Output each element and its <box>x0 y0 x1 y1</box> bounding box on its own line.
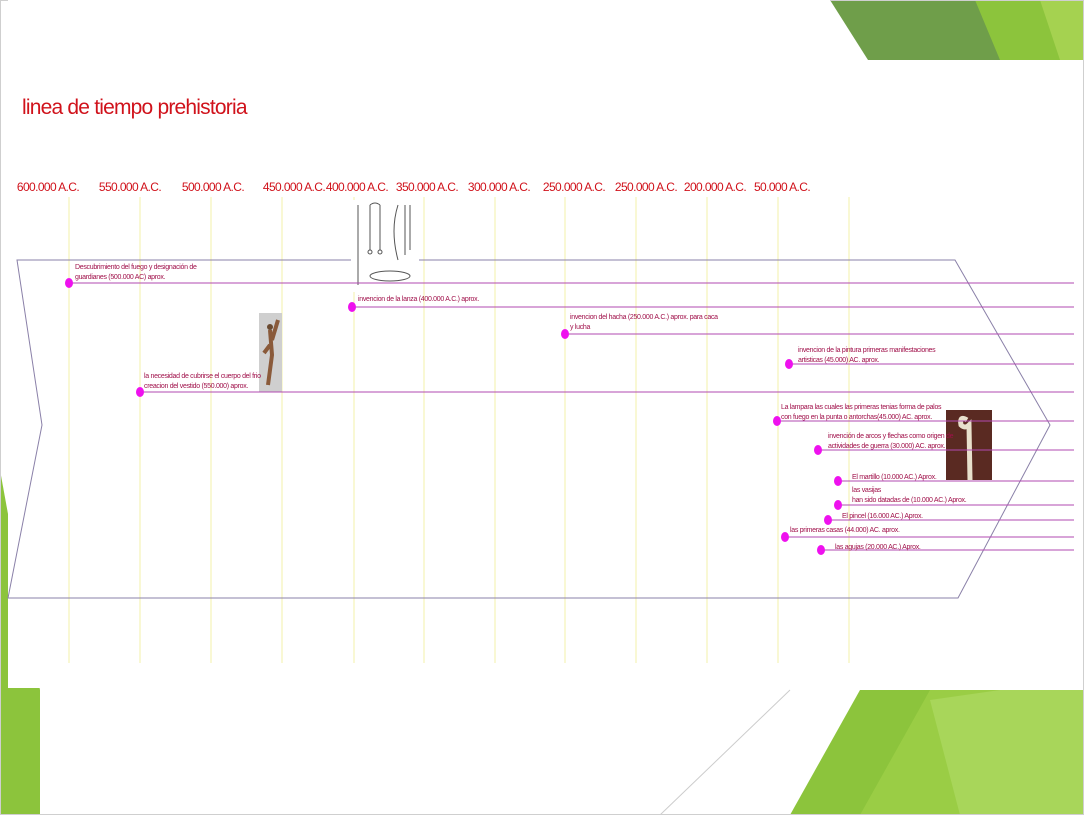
axis-label: 400.000 A.C. <box>326 180 388 194</box>
timeline-event: las agujas (20.000 AC.) Aprox. <box>817 544 1074 555</box>
timeline-event: la necesidad de cubrirse el cuerpo del f… <box>136 373 1074 397</box>
timeline-gridlines <box>68 197 850 663</box>
event-dot <box>561 329 569 339</box>
timeline-event: invencion del hacha (250.000 A.C.) aprox… <box>561 314 1074 339</box>
timeline-event: El martillo (10.000 AC.) Aprox. <box>834 474 1074 486</box>
event-text: El martillo (10.000 AC.) Aprox. <box>852 474 937 481</box>
event-dot <box>136 387 144 397</box>
event-text: artisticas (45.000) AC. aprox. <box>798 357 880 364</box>
event-text: invencion de la lanza (400.000 A.C.) apr… <box>358 296 479 303</box>
axis-label: 550.000 A.C. <box>99 180 161 194</box>
timeline-axis-labels: 600.000 A.C. 550.000 A.C. 500.000 A.C. 450.… <box>17 180 811 194</box>
timeline-events: Descubrimiento del fuego y designación d… <box>65 264 1074 555</box>
axis-label: 300.000 A.C. <box>468 180 530 194</box>
event-dot <box>781 532 789 542</box>
prehistoric-man-image <box>259 313 282 392</box>
timeline-event: Descubrimiento del fuego y designación d… <box>65 264 1074 288</box>
timeline-event: invencion de la pintura primeras manifes… <box>785 347 1074 369</box>
axis-label: 50.000 A.C. <box>754 180 810 194</box>
event-text: invencion del hacha (250.000 A.C.) aprox… <box>570 314 718 321</box>
event-dot <box>65 278 73 288</box>
axis-label: 500.000 A.C. <box>182 180 244 194</box>
timeline-event: las vasijas han sido datadas de (10.000 A… <box>834 487 1074 510</box>
timeline-event: invención de arcos y flechas como origen… <box>814 433 1074 455</box>
axis-label: 350.000 A.C. <box>396 180 458 194</box>
content-panel <box>8 60 1074 688</box>
event-dot <box>785 359 793 369</box>
event-text: las vasijas <box>852 487 882 494</box>
bone-tool-image <box>946 410 992 481</box>
weapons-image <box>351 200 419 292</box>
timeline-arrow <box>7 259 1051 599</box>
timeline-event: invencion de la lanza (400.000 A.C.) apr… <box>348 296 1074 312</box>
event-dot <box>824 515 832 525</box>
event-text: invencion de la pintura primeras manifes… <box>798 347 936 354</box>
axis-label: 250.000 A.C. <box>543 180 605 194</box>
timeline-event: El pincel (16.000 AC.) Aprox. <box>824 513 1074 525</box>
event-dot <box>814 445 822 455</box>
event-text: las primeras casas (44.000) AC. aprox. <box>790 527 900 534</box>
page-title: linea de tiempo prehistoria <box>22 96 248 119</box>
event-text: han sido datadas de (10.000 AC.) Aprox. <box>852 497 967 504</box>
event-text: las agujas (20.000 AC.) Aprox. <box>835 544 921 551</box>
event-dot <box>348 302 356 312</box>
event-text: El pincel (16.000 AC.) Aprox. <box>842 513 923 520</box>
event-dot <box>773 416 781 426</box>
event-dot <box>834 476 842 486</box>
timeline-event: La lampara las cuales las primeras tenia… <box>773 404 1074 426</box>
axis-label: 250.000 A.C. <box>615 180 677 194</box>
event-text: y lucha <box>570 324 590 331</box>
event-text: con fuego en la punta o antorchas(45.000… <box>781 414 932 421</box>
axis-label: 200.000 A.C. <box>684 180 746 194</box>
timeline-event: las primeras casas (44.000) AC. aprox. <box>781 527 1074 542</box>
event-dot <box>834 500 842 510</box>
event-dot <box>817 545 825 555</box>
event-text: la necesidad de cubrirse el cuerpo del f… <box>144 373 261 380</box>
axis-label: 450.000 A.C. <box>263 180 325 194</box>
event-text: actividades de guerra (30.000) AC. aprox… <box>828 443 946 450</box>
event-text: creacion del vestido (550.000) aprox. <box>144 383 248 390</box>
event-text: La lampara las cuales las primeras tenia… <box>781 404 942 411</box>
event-text: Descubrimiento del fuego y designación d… <box>75 264 197 271</box>
axis-label: 600.000 A.C. <box>17 180 79 194</box>
event-text: invención de arcos y flechas como origen… <box>828 433 954 440</box>
event-text: guardianes (500.000 AC) aprox. <box>75 274 166 281</box>
